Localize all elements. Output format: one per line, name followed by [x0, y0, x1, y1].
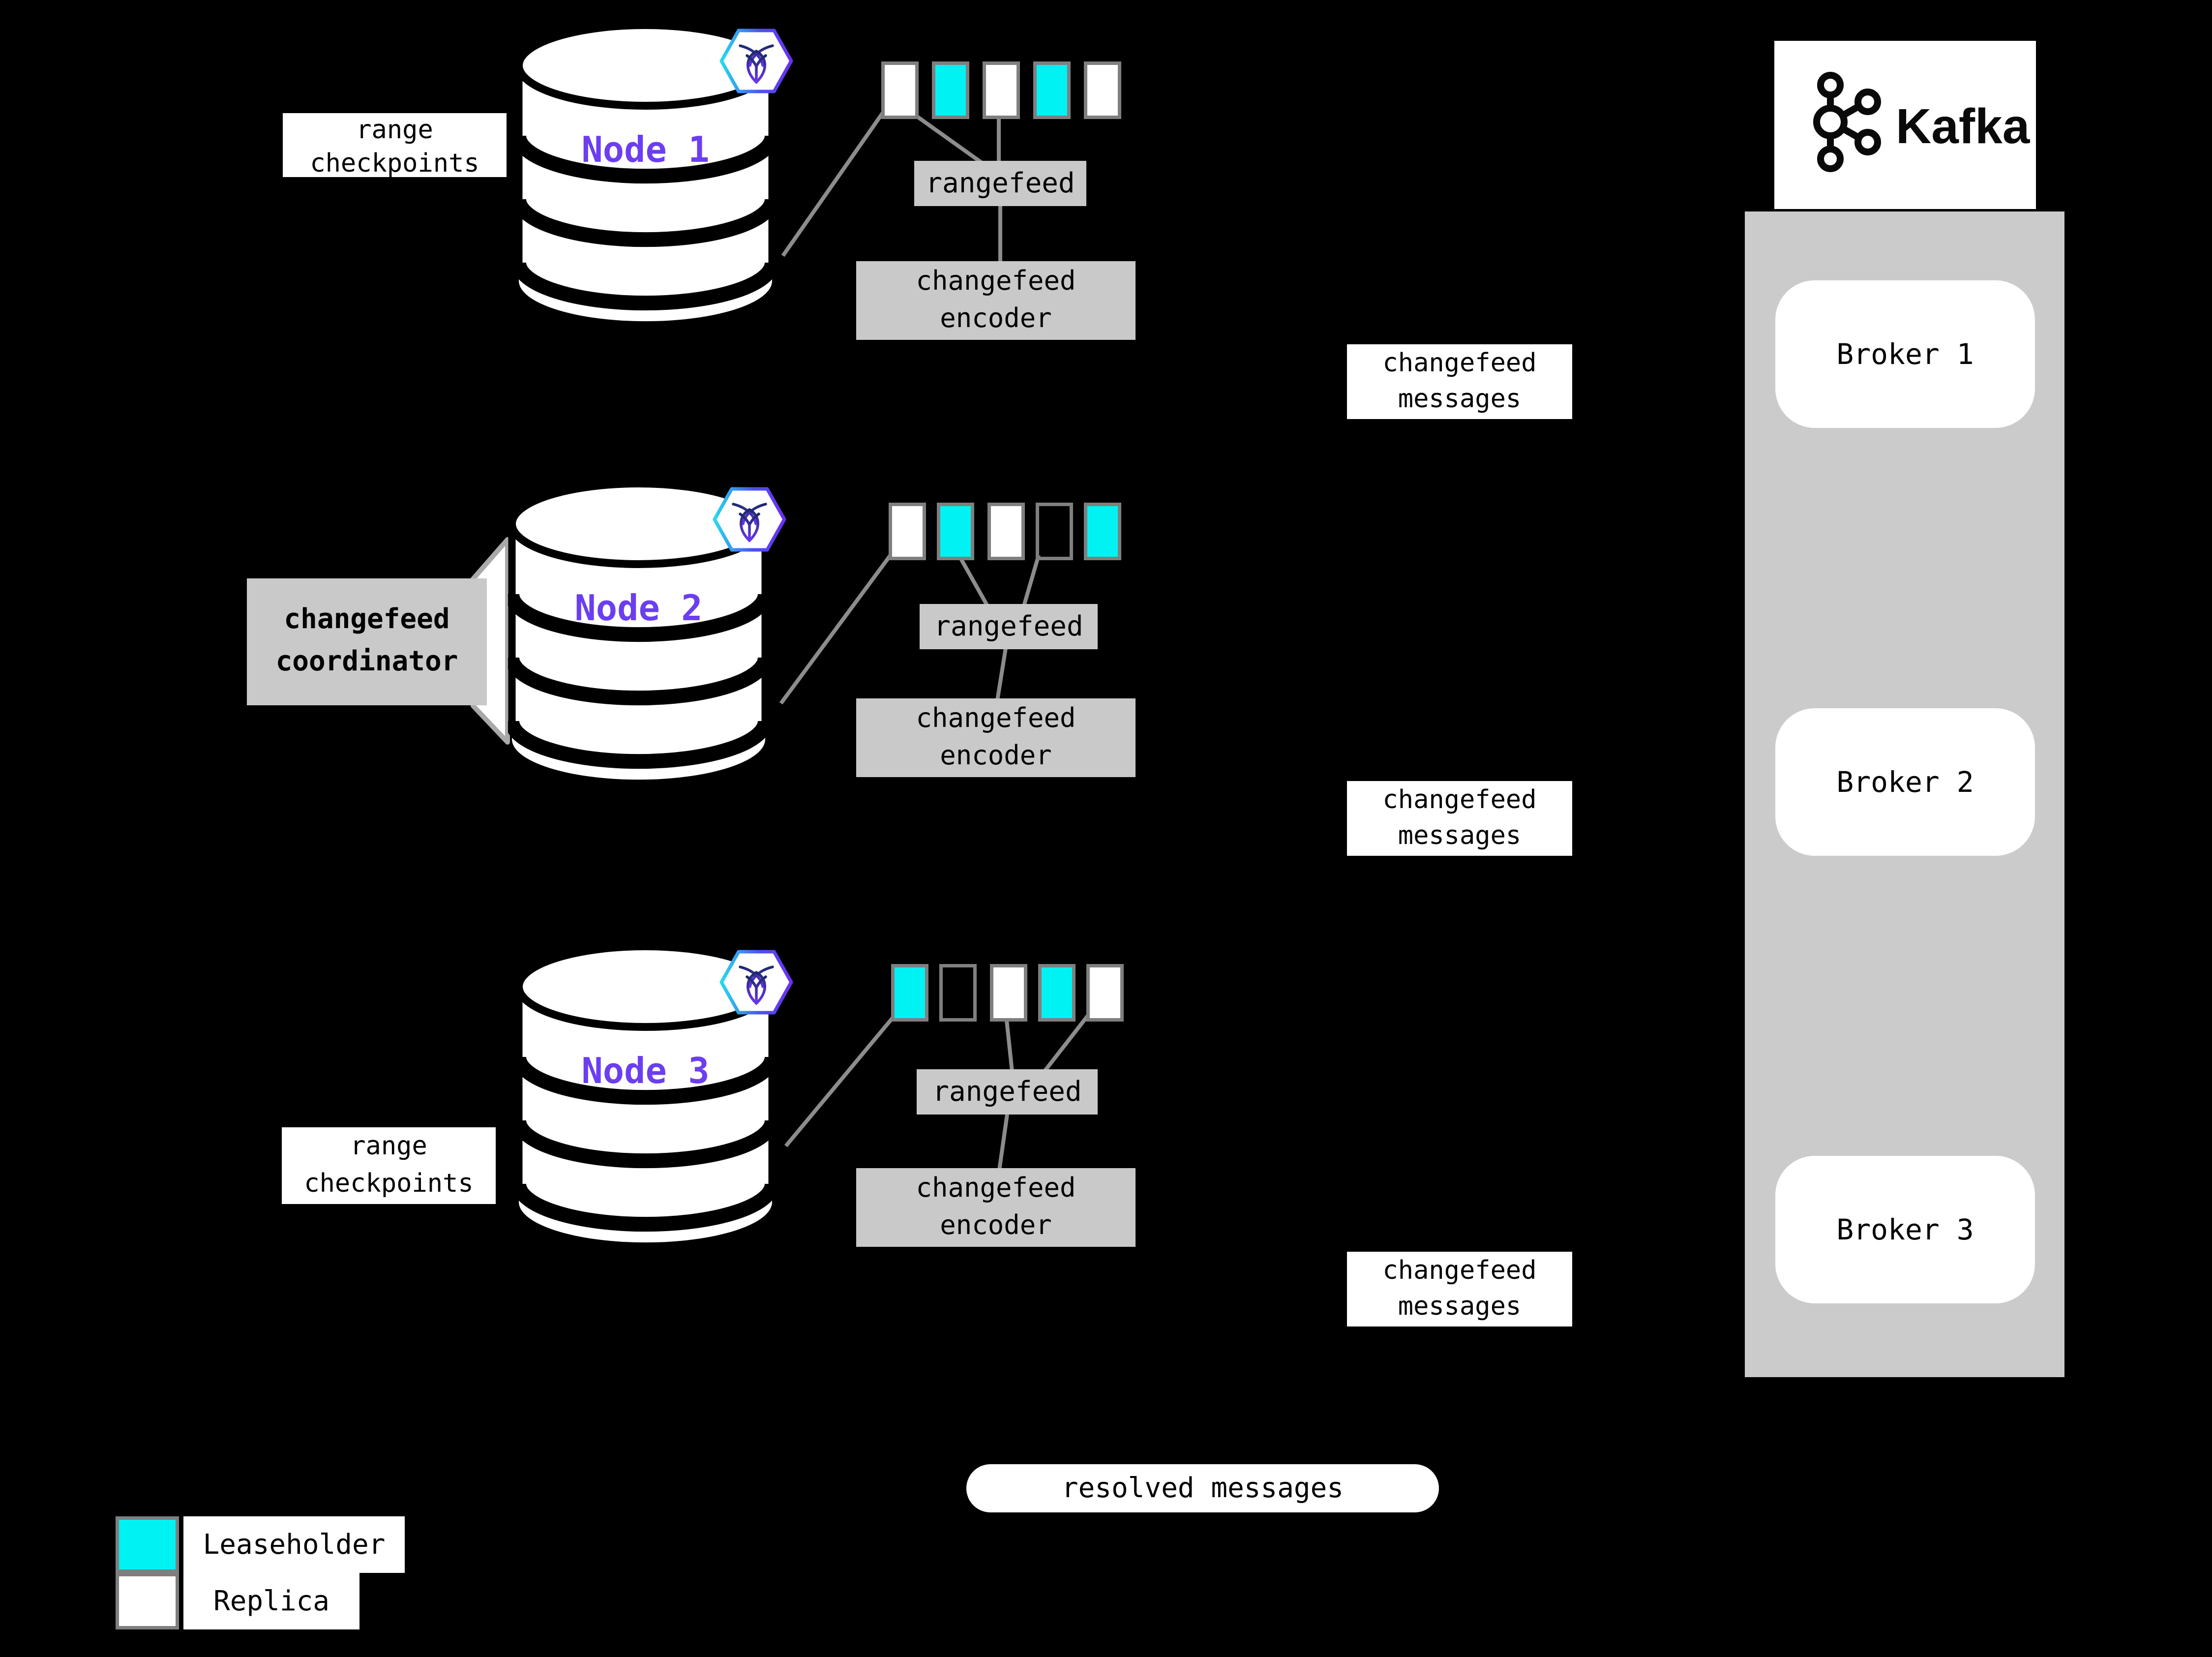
range-square: [1033, 61, 1071, 119]
range-square: [987, 503, 1025, 560]
node-3-label: Node 3: [581, 1050, 710, 1091]
changefeed-messages-label-3: changefeed messages: [1347, 1252, 1572, 1326]
range-checkpoints-label-3: range checkpoints: [282, 1127, 496, 1204]
range-square: [1086, 964, 1124, 1022]
range-square: [889, 503, 926, 560]
node-1-cylinder: [515, 21, 776, 322]
node-2-label: Node 2: [574, 587, 703, 629]
rangefeed-box-2: rangefeed: [920, 604, 1098, 649]
changefeed-encoder-box-2: changefeed encoder: [856, 698, 1136, 777]
legend-replica-label: Replica: [183, 1573, 359, 1629]
broker-box-1: Broker 1: [1775, 280, 2035, 428]
rangefeed-box-3: rangefeed: [917, 1069, 1098, 1115]
range-square: [983, 61, 1020, 119]
node-1-label: Node 1: [581, 129, 710, 170]
range-square: [932, 61, 969, 119]
cockroachdb-logo-icon: [719, 950, 793, 1015]
range-square: [939, 964, 977, 1022]
cockroachdb-logo-icon: [713, 487, 786, 552]
legend-leaseholder-swatch: [116, 1516, 179, 1573]
legend-replica-swatch: [116, 1573, 179, 1629]
rangefeed-box-1: rangefeed: [914, 161, 1086, 206]
changefeed-encoder-box-1: changefeed encoder: [856, 261, 1136, 340]
range-square: [881, 61, 919, 119]
legend-leaseholder-label: Leaseholder: [183, 1516, 405, 1573]
cockroachdb-logo-icon: [719, 29, 793, 93]
kafka-title: Kafka: [1896, 99, 2030, 154]
broker-box-3: Broker 3: [1775, 1156, 2035, 1303]
range-square: [937, 503, 974, 560]
range-square: [1036, 503, 1073, 560]
changefeed-messages-label-2: changefeed messages: [1347, 781, 1572, 856]
range-square: [990, 964, 1027, 1022]
kafka-logo-icon: [1813, 72, 1881, 172]
kafka-brokers-column: Broker 1 Broker 2 Broker 3: [1745, 211, 2064, 1377]
range-square: [1038, 964, 1076, 1022]
arrow-into-broker3-icon: [2060, 1245, 2073, 1257]
node-3-cylinder: [515, 942, 776, 1243]
resolved-messages-pill: resolved messages: [966, 1464, 1439, 1512]
broker-box-2: Broker 2: [1775, 708, 2035, 856]
range-square: [1084, 61, 1121, 119]
changefeed-encoder-box-3: changefeed encoder: [856, 1168, 1136, 1247]
changefeed-coordinator-label: changefeed coordinator: [247, 578, 487, 705]
range-square: [891, 964, 928, 1022]
changefeed-messages-label-1: changefeed messages: [1347, 344, 1572, 419]
range-square: [1084, 503, 1121, 560]
range-checkpoints-label-1: range checkpoints: [283, 113, 507, 177]
